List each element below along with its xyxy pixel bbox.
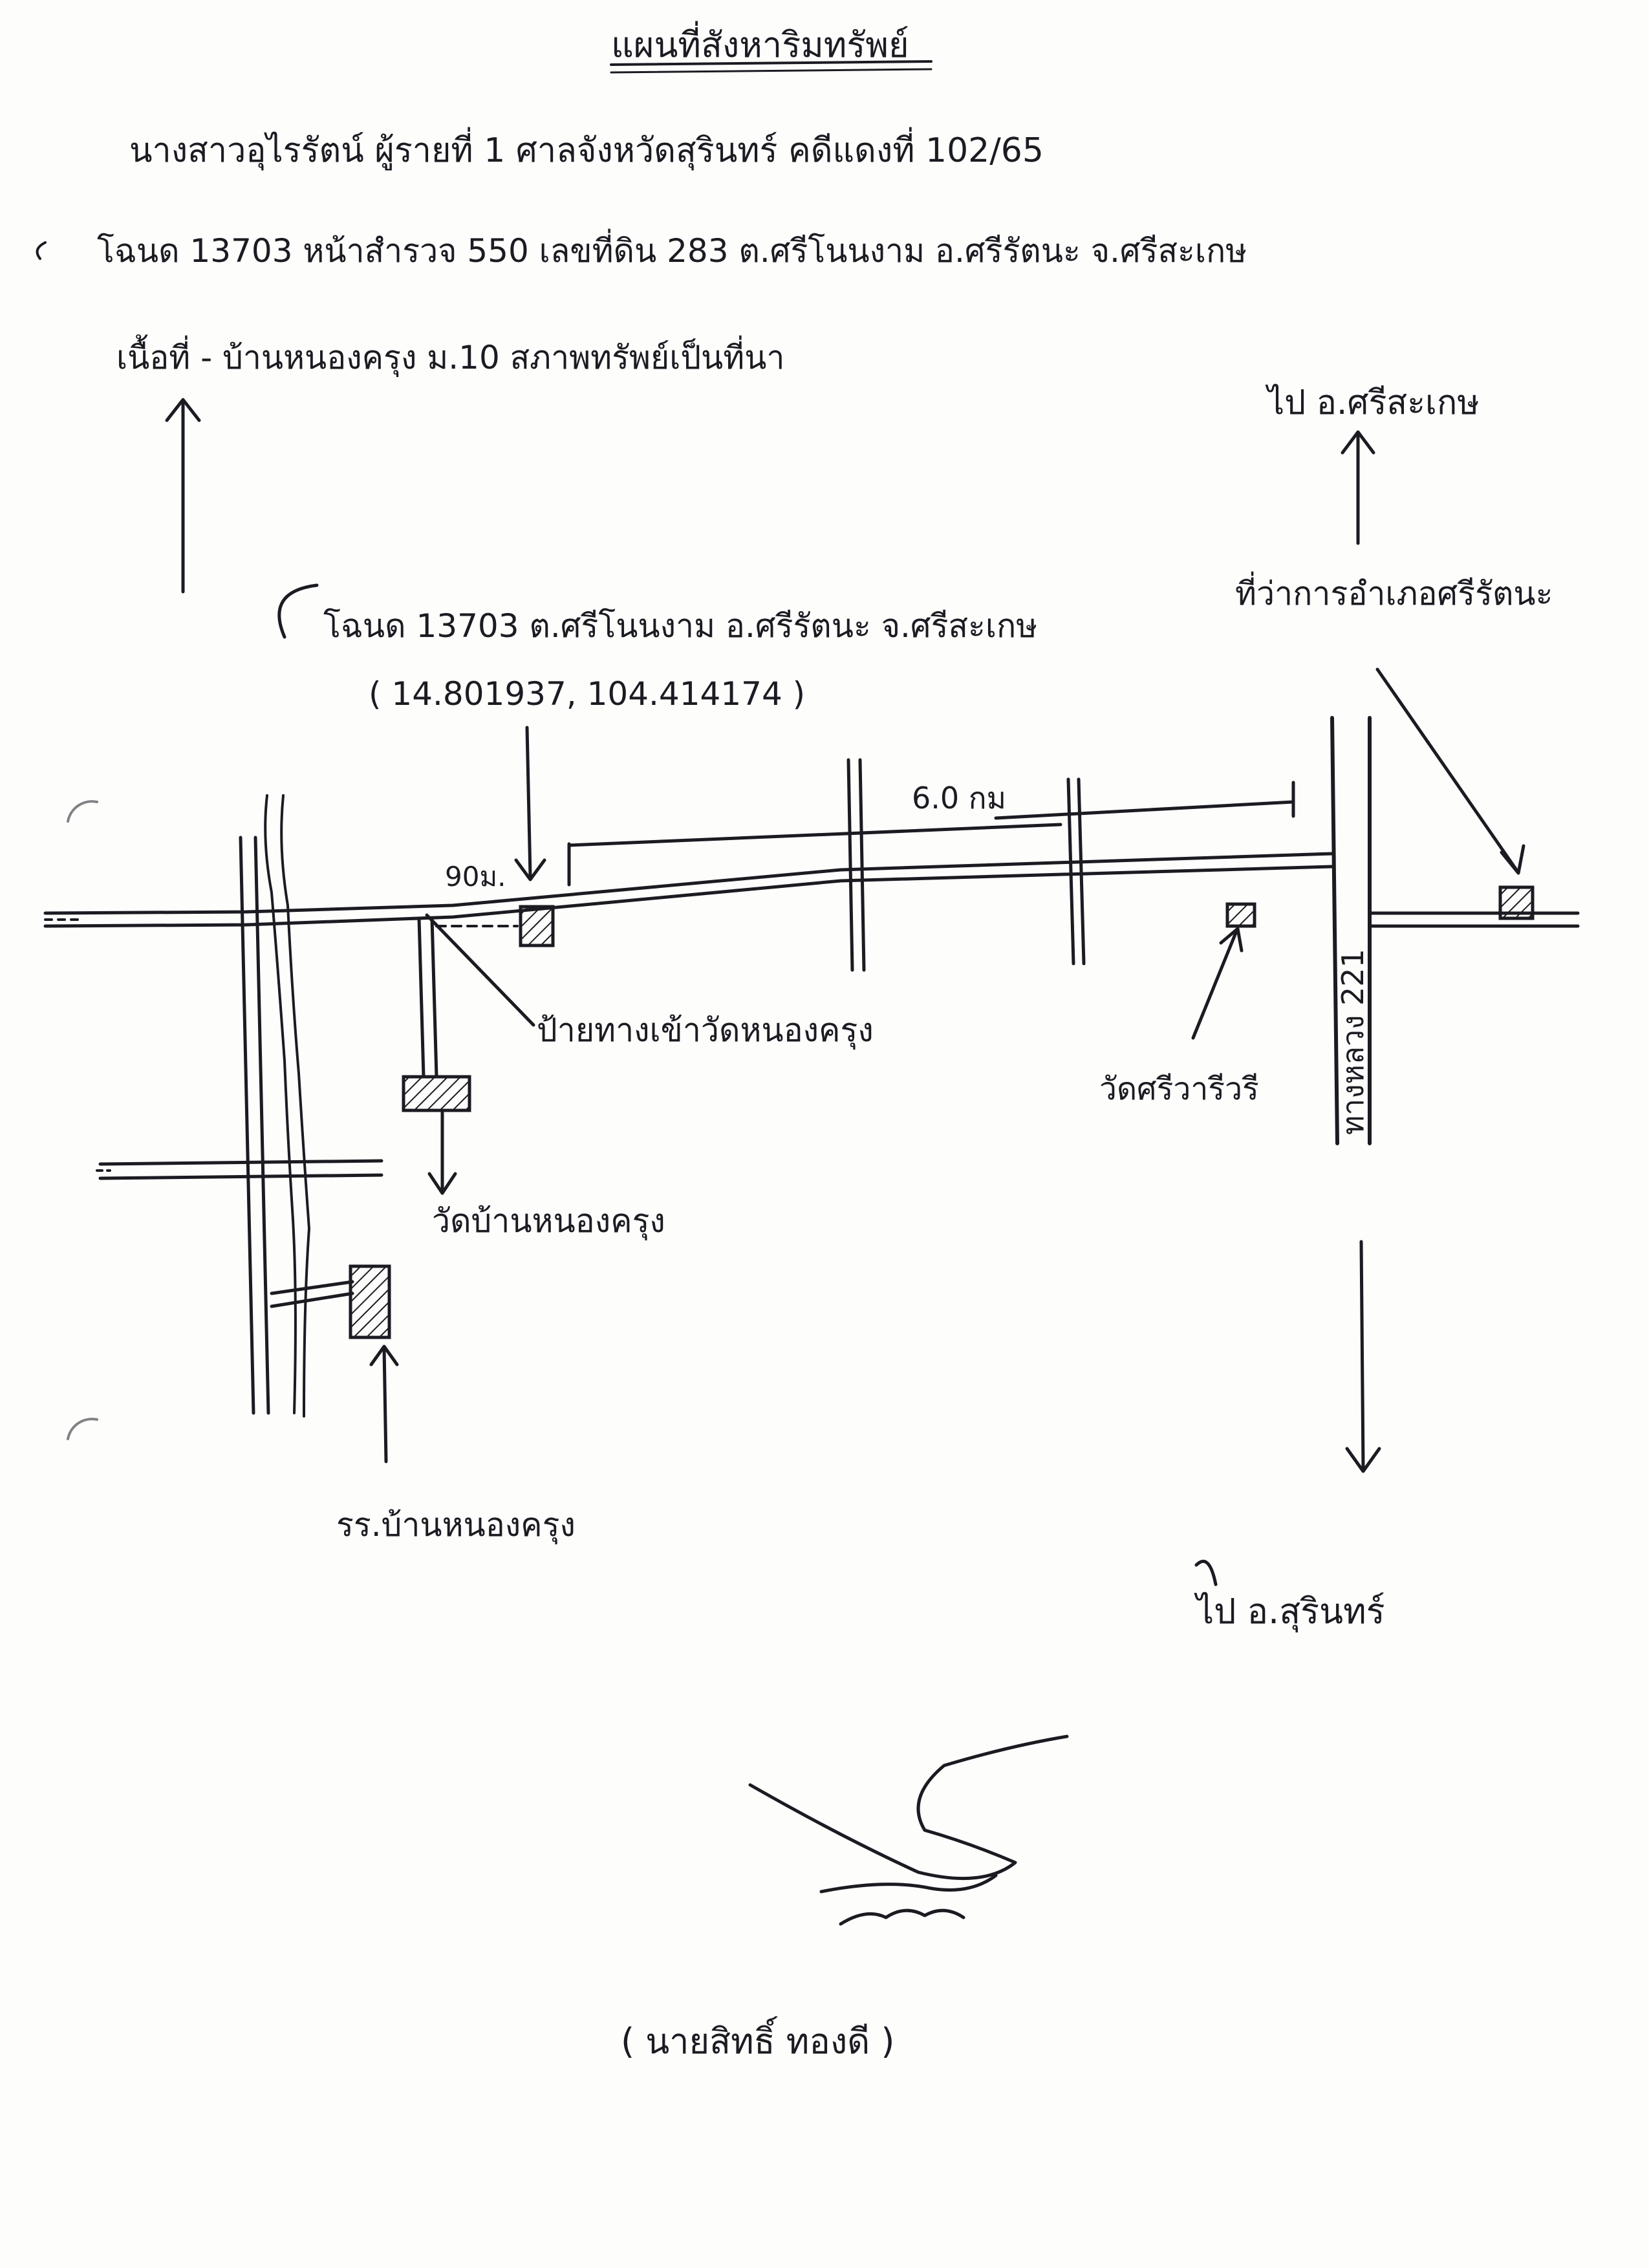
north-arrow-head	[165, 398, 201, 422]
west-road-left-edge	[239, 836, 255, 1415]
margin-scribble	[36, 241, 47, 260]
south-arrow-shaft	[1359, 1240, 1365, 1470]
gps-coordinates: ( 14.801937, 104.414174 )	[369, 675, 805, 713]
punch-hole-bottom	[67, 1418, 98, 1440]
land-parcel-label: โฉนด 13703 ต.ศรีโนนงาม อ.ศรีรัตนะ จ.ศรีส…	[323, 607, 1037, 645]
title-underline-2	[610, 68, 932, 74]
school-label: รร.บ้านหนองครุง	[336, 1506, 576, 1544]
highway-left-edge	[1330, 716, 1339, 1145]
signatory-name: ( นายสิทธิ์ ทองดี )	[621, 2016, 894, 2062]
distance-6km-line-2	[994, 800, 1295, 820]
north-dest-arrow-head	[1341, 430, 1375, 455]
temple-sriwarin-label: วัดศรีวารีวรี	[1099, 1071, 1259, 1107]
mid-road-1-right	[858, 758, 866, 972]
distance-90m-label: 90ม.	[445, 861, 506, 892]
south-arrow-head	[1345, 1447, 1381, 1473]
temple-nongkrung-arrow-head	[427, 1172, 457, 1195]
office-arrow-head	[1500, 844, 1525, 875]
temple-nongkrung-marker	[402, 1075, 471, 1112]
south-label-scribble	[1194, 1559, 1218, 1586]
lower-road-south-edge	[98, 1173, 383, 1180]
coordinate-arrow-head	[514, 858, 546, 881]
sign-leader-line	[425, 913, 535, 1027]
mid-road-2-right	[1077, 777, 1086, 966]
title-underline-1	[610, 60, 932, 66]
header-line-2: โฉนด 13703 หน้าสำรวจ 550 เลขที่ดิน 283 ต…	[97, 229, 1247, 270]
handwritten-signature	[748, 1734, 1069, 1926]
punch-hole-top	[67, 800, 98, 823]
district-office-label: ที่ว่าการอำเภอศรีรัตนะ	[1235, 572, 1553, 612]
school-spur-bottom	[270, 1291, 354, 1308]
school-arrow-shaft	[382, 1346, 388, 1463]
temple-nongkrung-label: วัดบ้านหนองครุง	[432, 1202, 665, 1240]
distance-6km-line	[567, 823, 1062, 847]
lower-road-north-edge	[98, 1159, 383, 1166]
temple-road-left	[417, 916, 426, 1079]
mid-road-2-left	[1066, 777, 1075, 966]
label-bracket	[277, 583, 319, 639]
distance-6km-label: 6.0 กม	[912, 781, 1006, 815]
canal-line	[264, 794, 297, 1414]
header-line-3: เนื้อที่ - บ้านหนองครุง ม.10 สภาพทรัพย์เ…	[116, 334, 784, 377]
office-arrow-shaft	[1375, 667, 1518, 872]
land-parcel-marker	[519, 905, 555, 947]
highway-label: ทางหลวง 221	[1335, 949, 1370, 1135]
north-destination-label: ไป อ.ศรีสะเกษ	[1265, 383, 1480, 422]
main-road-south-edge	[43, 865, 1334, 928]
mid-road-1-left	[846, 758, 854, 972]
main-road-north-edge	[43, 852, 1334, 915]
temple-sriwarin-marker	[1225, 902, 1256, 928]
coordinate-arrow-shaft	[525, 726, 532, 878]
district-office-marker	[1498, 885, 1535, 920]
south-destination-label: ไป อ.สุรินทร์	[1194, 1591, 1385, 1633]
school-spur-top	[270, 1280, 354, 1295]
village-sign-label: ป้ายทางเข้าวัดหนองครุง	[537, 1011, 874, 1050]
school-marker	[349, 1264, 391, 1339]
temple-road-right	[430, 916, 438, 1079]
temple-sriwarin-arrow-head	[1219, 927, 1244, 953]
header-line-1: นางสาวอุไรรัตน์ ผู้รายที่ 1 ศาลจังหวัดสุ…	[129, 127, 1044, 171]
page-title: แผนที่สังหาริมทรัพย์	[611, 21, 909, 65]
school-arrow-head	[369, 1345, 399, 1366]
west-road-right-edge	[253, 836, 270, 1415]
temple-sriwarin-arrow	[1191, 929, 1238, 1040]
